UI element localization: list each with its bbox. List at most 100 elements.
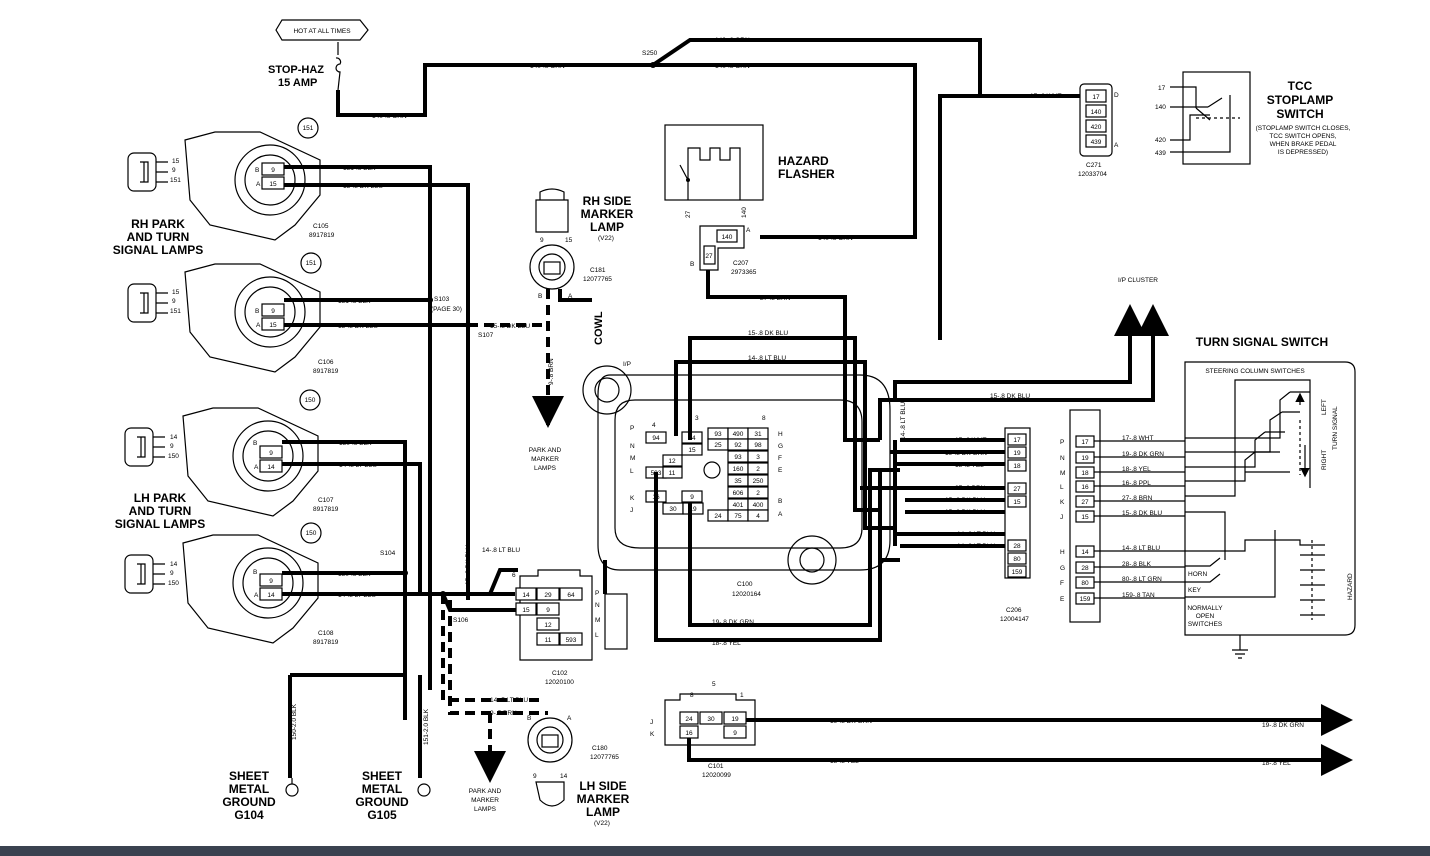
tsw-wire-label: 17-.8 WHT bbox=[1122, 435, 1153, 442]
svg-text:11: 11 bbox=[669, 470, 676, 477]
svg-text:M: M bbox=[595, 617, 600, 624]
tsw-letter: P bbox=[1060, 439, 1064, 446]
svg-text:S103: S103 bbox=[434, 296, 450, 303]
tsw-wire-label: 15-.8 DK BLU bbox=[1122, 510, 1162, 517]
svg-text:F: F bbox=[778, 455, 782, 462]
svg-text:18-.8 YEL: 18-.8 YEL bbox=[712, 640, 741, 647]
tsw-letter: J bbox=[1060, 514, 1063, 521]
svg-text:9: 9 bbox=[690, 494, 694, 501]
svg-text:93: 93 bbox=[714, 431, 722, 438]
svg-text:8917819: 8917819 bbox=[309, 232, 335, 239]
svg-text:15-.8 DK BLU: 15-.8 DK BLU bbox=[945, 497, 985, 504]
svg-text:9: 9 bbox=[170, 570, 174, 577]
svg-text:16: 16 bbox=[685, 730, 693, 737]
svg-text:TURN SIGNAL: TURN SIGNAL bbox=[1332, 406, 1339, 450]
svg-text:151-.8 BLK: 151-.8 BLK bbox=[338, 298, 371, 305]
svg-text:K: K bbox=[650, 731, 655, 738]
svg-text:490: 490 bbox=[733, 431, 744, 438]
ground-g105 bbox=[417, 783, 431, 797]
svg-text:C102: C102 bbox=[552, 670, 568, 677]
svg-text:15: 15 bbox=[269, 181, 277, 188]
svg-text:15: 15 bbox=[269, 322, 277, 329]
svg-text:12: 12 bbox=[544, 622, 552, 629]
svg-text:14: 14 bbox=[522, 592, 530, 599]
svg-text:A: A bbox=[254, 592, 259, 599]
fuse-rating: 15 AMP bbox=[278, 77, 317, 89]
bottom-bar bbox=[0, 846, 1430, 856]
svg-text:140-.8 ORN: 140-.8 ORN bbox=[372, 113, 407, 120]
svg-text:15: 15 bbox=[172, 289, 180, 296]
svg-text:401: 401 bbox=[733, 502, 744, 509]
svg-text:LAMP: LAMP bbox=[590, 220, 624, 234]
svg-text:140-.8 ORN: 140-.8 ORN bbox=[715, 63, 750, 70]
rh-park-turn-lamp-1: 15 9 151 9 15 BA 151 C105 8917819 bbox=[127, 117, 335, 241]
ip-cluster-label: I/P CLUSTER bbox=[1118, 277, 1158, 284]
cowl-label: COWL bbox=[593, 311, 605, 345]
svg-text:MARKER: MARKER bbox=[531, 456, 559, 463]
svg-text:WHEN BRAKE PEDAL: WHEN BRAKE PEDAL bbox=[1270, 141, 1337, 148]
svg-text:9: 9 bbox=[269, 450, 273, 457]
svg-text:15-.8 DK BLU: 15-.8 DK BLU bbox=[990, 393, 1030, 400]
svg-text:9: 9 bbox=[269, 578, 273, 585]
svg-text:1: 1 bbox=[740, 692, 744, 699]
tsw-title: TURN SIGNAL SWITCH bbox=[1196, 335, 1328, 349]
svg-text:159: 159 bbox=[1012, 569, 1023, 576]
svg-text:12033704: 12033704 bbox=[1078, 171, 1107, 178]
svg-text:9: 9 bbox=[733, 730, 737, 737]
svg-text:L: L bbox=[595, 632, 599, 639]
svg-text:606: 606 bbox=[733, 490, 744, 497]
svg-text:15-.8 DK BLU: 15-.8 DK BLU bbox=[343, 183, 383, 190]
svg-text:75: 75 bbox=[734, 513, 742, 520]
svg-text:151: 151 bbox=[303, 125, 314, 132]
wire-140-orn-hazard bbox=[653, 63, 917, 239]
svg-text:400: 400 bbox=[753, 502, 764, 509]
svg-text:KEY: KEY bbox=[1188, 587, 1202, 594]
hot-label: HOT AT ALL TIMES bbox=[293, 28, 351, 35]
svg-text:K: K bbox=[630, 495, 635, 502]
rh-park-turn-lamp-2: 15 9 151 9 15 BA 151 C106 8917819 bbox=[127, 252, 339, 375]
svg-text:S106: S106 bbox=[453, 617, 469, 624]
svg-text:STOPLAMP: STOPLAMP bbox=[1267, 93, 1333, 107]
svg-text:A: A bbox=[256, 181, 261, 188]
svg-text:B: B bbox=[255, 308, 259, 315]
svg-text:593: 593 bbox=[566, 637, 577, 644]
svg-text:15: 15 bbox=[522, 607, 530, 614]
tsw-wire-label: 27-.8 BRN bbox=[1122, 495, 1153, 502]
svg-text:15-.8 DK BLU: 15-.8 DK BLU bbox=[748, 330, 788, 337]
svg-text:STEERING COLUMN SWITCHES: STEERING COLUMN SWITCHES bbox=[1205, 368, 1305, 375]
fuse-symbol bbox=[335, 42, 342, 91]
svg-text:A: A bbox=[256, 322, 261, 329]
svg-text:24: 24 bbox=[685, 716, 693, 723]
svg-text:MARKER: MARKER bbox=[581, 207, 634, 221]
wires-into-c206 bbox=[860, 438, 1010, 548]
svg-text:PARK AND: PARK AND bbox=[529, 447, 562, 454]
svg-text:15-.8 DK BLU: 15-.8 DK BLU bbox=[490, 323, 530, 330]
svg-text:439: 439 bbox=[1091, 139, 1102, 146]
svg-text:151-2.0 BLK: 151-2.0 BLK bbox=[423, 708, 430, 745]
tsw-wire-label: 16-.8 PPL bbox=[1122, 480, 1151, 487]
svg-text:420: 420 bbox=[1091, 124, 1102, 131]
svg-text:439: 439 bbox=[1155, 150, 1166, 157]
svg-text:P: P bbox=[630, 425, 634, 432]
tsw-pin: 15 bbox=[1081, 514, 1089, 521]
svg-text:C181: C181 bbox=[590, 267, 606, 274]
svg-text:18: 18 bbox=[1013, 463, 1021, 470]
svg-text:24: 24 bbox=[714, 513, 722, 520]
wire-c101-18 bbox=[687, 738, 1353, 776]
tsw-pin: 159 bbox=[1080, 596, 1091, 603]
svg-text:14: 14 bbox=[170, 434, 178, 441]
tsw-letter: G bbox=[1060, 565, 1065, 572]
tsw-wire-label: 28-.8 BLK bbox=[1122, 561, 1152, 568]
svg-text:9: 9 bbox=[170, 443, 174, 450]
lh-park-turn-lamp-1: 14 9 150 9 14 BA 150 C107 8917819 bbox=[124, 389, 339, 517]
lh-lamps-title: LH PARK bbox=[134, 491, 187, 505]
svg-text:IS DEPRESSED): IS DEPRESSED) bbox=[1278, 149, 1328, 156]
svg-text:C180: C180 bbox=[592, 745, 608, 752]
svg-text:25: 25 bbox=[714, 442, 722, 449]
svg-text:C271: C271 bbox=[1086, 162, 1102, 169]
svg-text:9: 9 bbox=[271, 308, 275, 315]
hazard-title: HAZARD bbox=[778, 154, 829, 168]
svg-text:2973365: 2973365 bbox=[731, 269, 757, 276]
tsw-pin: 14 bbox=[1081, 549, 1089, 556]
svg-text:E: E bbox=[778, 467, 783, 474]
